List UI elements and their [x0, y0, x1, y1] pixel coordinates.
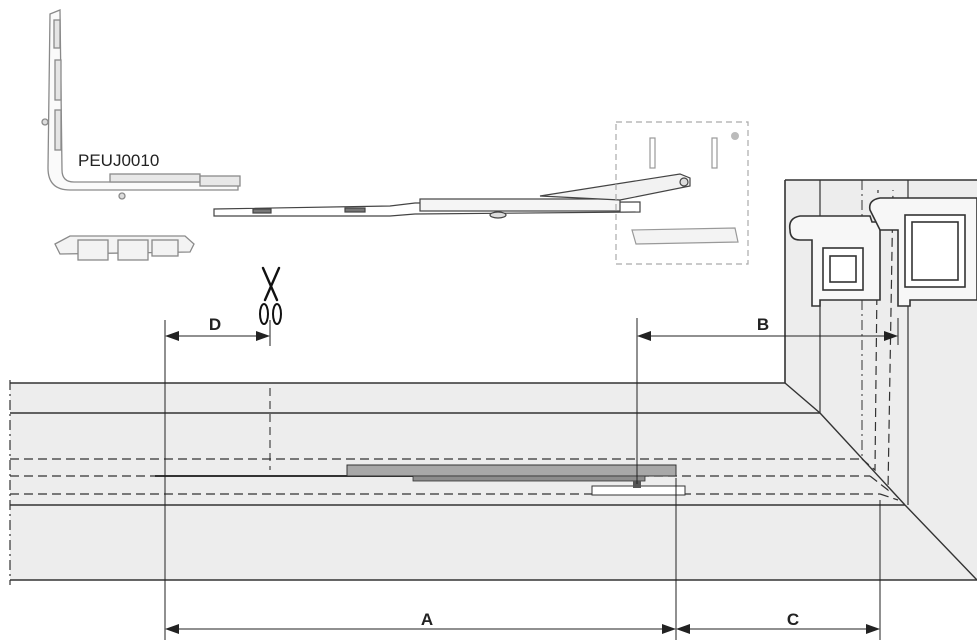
hinge-bracket: [54, 235, 195, 261]
dimension-a-label: A: [421, 610, 433, 629]
dimension-d-label: D: [209, 315, 221, 334]
frame-profile: [9, 179, 977, 585]
scissors-icon: [259, 266, 282, 325]
window-profile-section: [788, 197, 977, 307]
dimension-b-label: B: [757, 315, 769, 334]
stay-arm-section: [155, 464, 686, 496]
corner-hinge-hardware: [41, 9, 241, 200]
detail-box: [615, 121, 749, 265]
dimension-c-label: C: [787, 610, 799, 629]
part-code-label: PEUJ0010: [78, 151, 159, 170]
stay-arm-hardware: [213, 173, 691, 219]
dimension-lines: [164, 318, 899, 640]
